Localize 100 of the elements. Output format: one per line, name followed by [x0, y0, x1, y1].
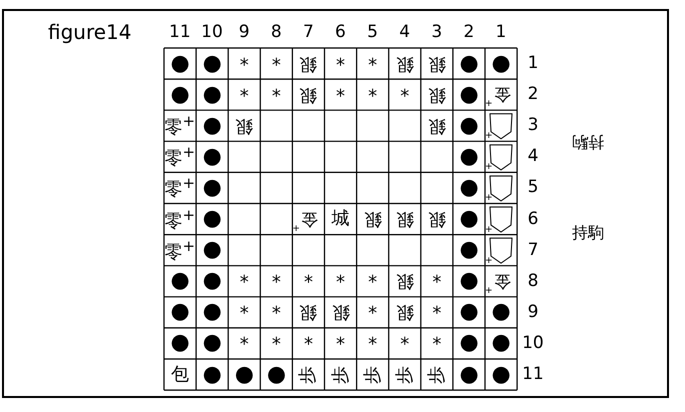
stone-symbol: ●	[202, 84, 222, 106]
plus-mark: +	[485, 256, 493, 266]
stone-symbol: ●	[459, 301, 479, 324]
piece-character: 銀	[396, 210, 414, 228]
asterisk-symbol: *	[336, 274, 346, 292]
column-number: 8	[270, 24, 282, 40]
stone-symbol: ●	[170, 301, 190, 324]
plus-mark: +	[485, 226, 493, 235]
stone-symbol: ●	[459, 176, 479, 199]
asterisk-symbol: *	[432, 305, 442, 324]
plus-mark: +	[485, 132, 493, 142]
hand-label: 持駒	[572, 225, 604, 241]
piece-character: 零$^{+}$	[164, 176, 196, 200]
asterisk-symbol: *	[240, 56, 249, 75]
piece-character: 金	[300, 210, 318, 227]
column-number: 7	[302, 24, 314, 40]
column-number: 3	[431, 24, 442, 40]
piece-character: 銀	[396, 303, 414, 322]
asterisk-symbol: *	[272, 56, 281, 75]
stone-symbol: ●	[492, 364, 511, 386]
asterisk-symbol: *	[432, 336, 442, 354]
stone-symbol: ●	[202, 176, 222, 199]
asterisk-symbol: *	[368, 336, 378, 354]
column-number: 9	[238, 24, 250, 40]
stone-symbol: ●	[170, 270, 190, 292]
stone-symbol: ●	[202, 146, 222, 168]
row-number: 4	[528, 148, 538, 166]
asterisk-symbol: *	[272, 305, 281, 324]
plus-mark: +	[485, 194, 493, 204]
asterisk-symbol: *	[240, 274, 249, 292]
asterisk-symbol: *	[304, 274, 313, 292]
asterisk-symbol: *	[304, 336, 313, 354]
piece-character: 包	[171, 366, 190, 384]
stone-symbol: ●	[234, 364, 254, 386]
row-number: 6	[528, 210, 538, 228]
plus-mark: +	[292, 224, 300, 234]
piece-character: 歩	[428, 366, 446, 384]
stone-symbol: ●	[492, 301, 511, 324]
stone-symbol: ●	[492, 52, 511, 75]
column-number: 6	[335, 24, 346, 40]
stone-symbol: ●	[202, 364, 222, 386]
asterisk-symbol: *	[368, 274, 378, 292]
stone-symbol: ●	[459, 270, 479, 292]
stone-symbol: ●	[202, 208, 222, 230]
asterisk-symbol: *	[368, 56, 378, 75]
piece-character: 銀	[235, 116, 254, 135]
piece-character: 零$^{+}$	[164, 238, 196, 262]
asterisk-symbol: *	[432, 274, 442, 292]
asterisk-symbol: *	[272, 88, 281, 106]
stone-symbol: ●	[202, 301, 222, 324]
piece-character: 城	[332, 210, 350, 228]
stone-symbol: ●	[459, 146, 479, 168]
column-number: 10	[201, 24, 223, 40]
piece-character: 銀	[299, 86, 318, 104]
stone-symbol: ●	[170, 52, 190, 75]
asterisk-symbol: *	[336, 336, 346, 354]
stone-symbol: ●	[202, 114, 222, 137]
asterisk-symbol: *	[336, 88, 346, 106]
column-number: 1	[496, 24, 506, 40]
row-number: 9	[528, 304, 538, 321]
row-number: 5	[528, 179, 538, 196]
piece-character: 金	[494, 272, 511, 289]
figure-label: figure14	[48, 22, 132, 42]
asterisk-symbol: *	[240, 88, 249, 106]
piece-character: 歩	[396, 366, 414, 384]
plus-mark: +	[485, 100, 493, 110]
row-number: 3	[528, 117, 538, 134]
column-number: 11	[169, 24, 191, 40]
asterisk-symbol: *	[272, 336, 281, 354]
piece-character: 銀	[428, 86, 446, 104]
piece-character: 銀	[428, 210, 446, 228]
row-number: 1	[528, 55, 538, 72]
asterisk-symbol: *	[368, 88, 378, 106]
piece-character: 銀	[428, 54, 446, 73]
piece-character: 零$^{+}$	[164, 145, 196, 168]
stone-symbol: ●	[170, 332, 190, 354]
stone-symbol: ●	[202, 332, 222, 354]
row-number: 2	[528, 86, 538, 104]
asterisk-symbol: *	[400, 88, 410, 106]
piece-character: 銀	[299, 303, 318, 322]
stone-symbol: ●	[202, 239, 222, 262]
piece-character: 歩	[364, 366, 382, 384]
piece-character: 零$^{+}$	[164, 114, 196, 138]
plus-mark: +	[485, 163, 493, 172]
row-number: 7	[528, 242, 538, 259]
piece-character: 銀	[364, 210, 382, 228]
piece-character: 銀	[396, 272, 414, 290]
stone-symbol: ●	[459, 332, 479, 354]
asterisk-symbol: *	[240, 336, 249, 354]
stone-symbol: ●	[202, 270, 222, 292]
hand-label: 持駒	[572, 134, 604, 150]
piece-character: 零$^{+}$	[164, 208, 196, 231]
asterisk-symbol: *	[368, 305, 378, 324]
stone-symbol: ●	[459, 52, 479, 75]
stone-symbol: ●	[266, 364, 286, 386]
column-number: 5	[367, 24, 378, 40]
piece-character: 銀	[332, 303, 350, 322]
stone-symbol: ●	[170, 84, 190, 106]
plus-mark: +	[485, 286, 493, 296]
piece-character: 歩	[299, 366, 318, 384]
